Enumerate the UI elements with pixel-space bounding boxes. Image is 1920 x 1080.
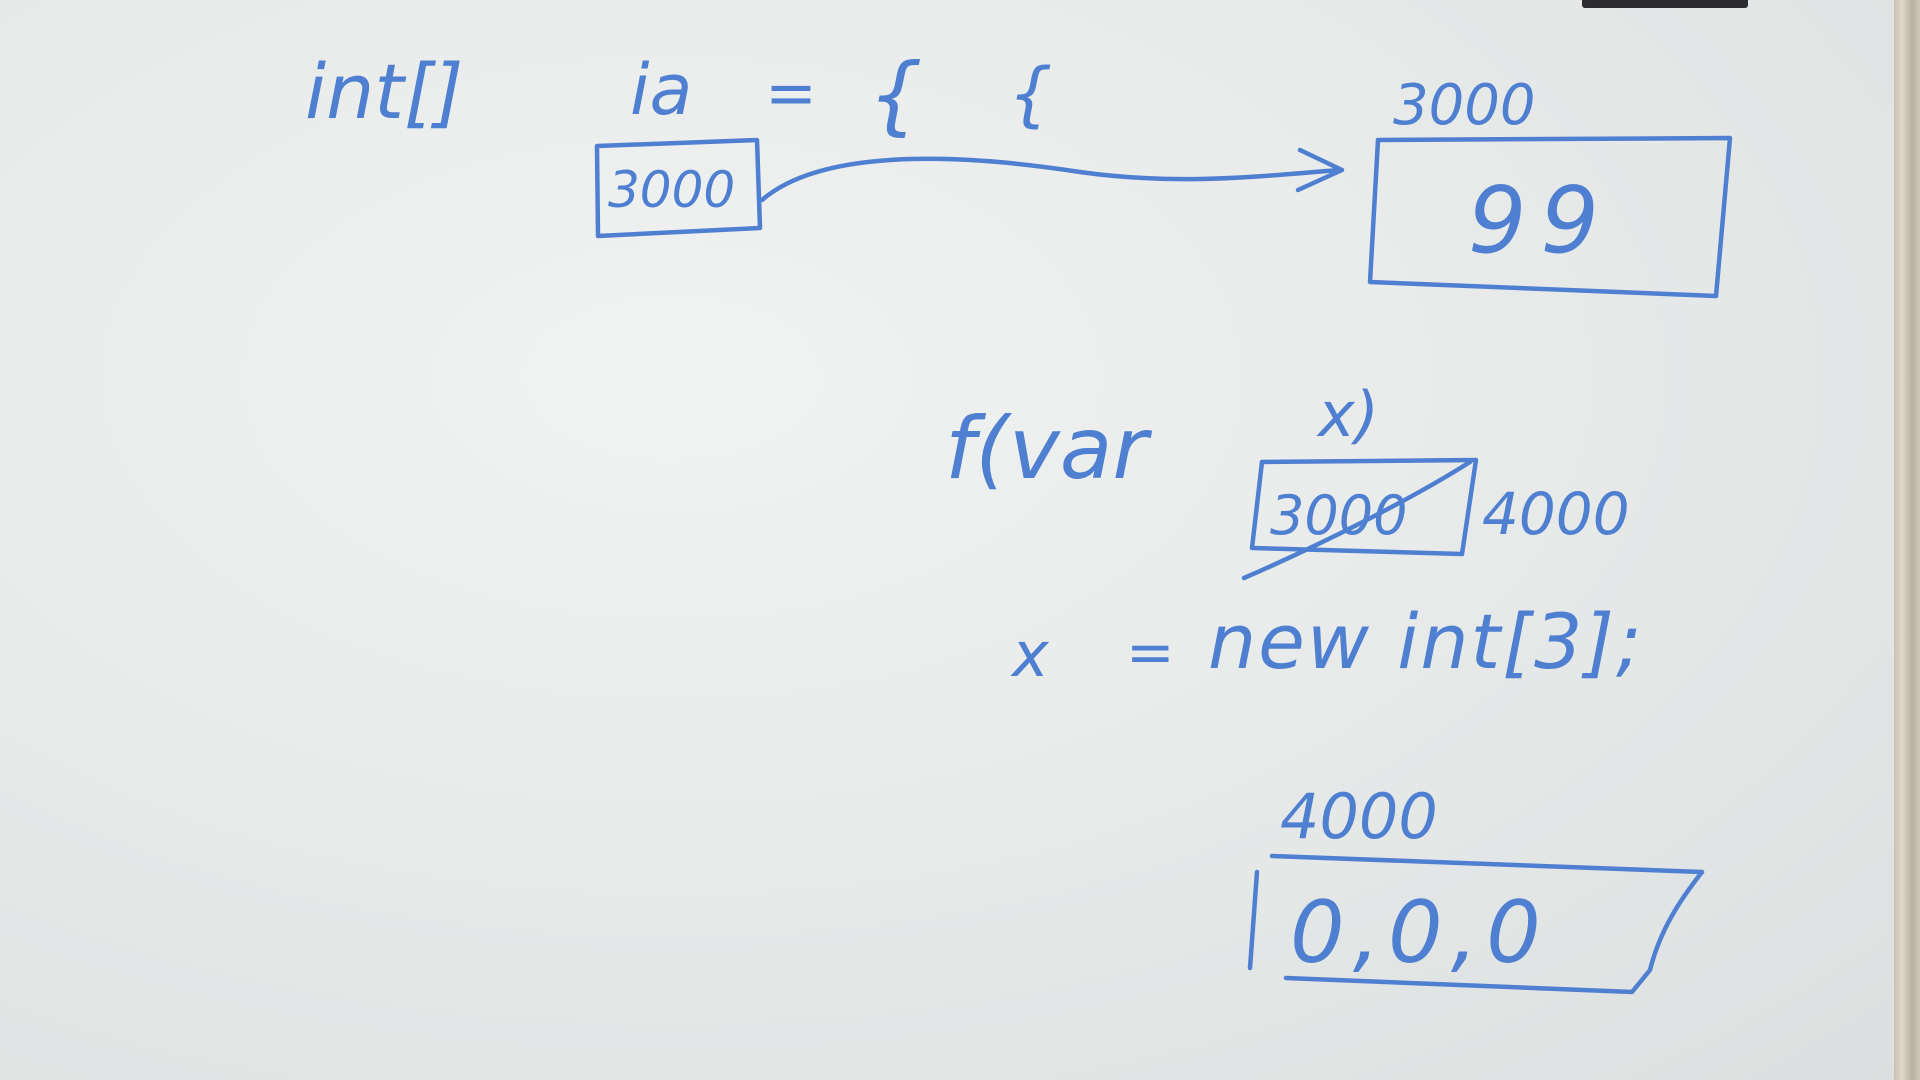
- heap-array-contents-2: 0,0,0: [1290, 883, 1549, 983]
- heap-address-3000: 3000: [1393, 73, 1536, 138]
- strike-through-line: [1241, 459, 1473, 581]
- old-reference-value: 3000: [1270, 484, 1407, 547]
- heap-array-box-2-right-bottom: [1283, 869, 1705, 995]
- assignment-rhs: new int[3];: [1208, 597, 1644, 686]
- assignment-equals: =: [1126, 618, 1175, 686]
- assignment-lhs: x: [1010, 618, 1050, 691]
- heap-array-contents-1: 99: [1468, 167, 1613, 274]
- open-brace-2: {: [1008, 53, 1053, 135]
- board-clip: [1582, 0, 1748, 8]
- heap-array-box-2-top: [1269, 853, 1705, 875]
- type-declaration: int[]: [305, 47, 463, 136]
- heap-array-box-2-left: [1247, 869, 1260, 971]
- equals-sign: =: [765, 56, 817, 129]
- reference-box-frame: [594, 137, 763, 239]
- open-brace-1: {: [868, 45, 923, 145]
- new-reference-value: 4000: [1482, 480, 1630, 548]
- board-frame-edge: [1894, 0, 1920, 1080]
- heap-array-box-1: [1367, 135, 1733, 299]
- heap-address-4000: 4000: [1280, 780, 1438, 853]
- arrow-head: [1295, 147, 1345, 193]
- function-signature: f(var: [945, 399, 1152, 499]
- reference-arrow: [759, 156, 1343, 203]
- variable-name: ia: [630, 49, 692, 131]
- function-parameter: x): [1316, 378, 1379, 451]
- reference-box-value: 3000: [608, 161, 735, 219]
- parameter-box: [1249, 457, 1479, 557]
